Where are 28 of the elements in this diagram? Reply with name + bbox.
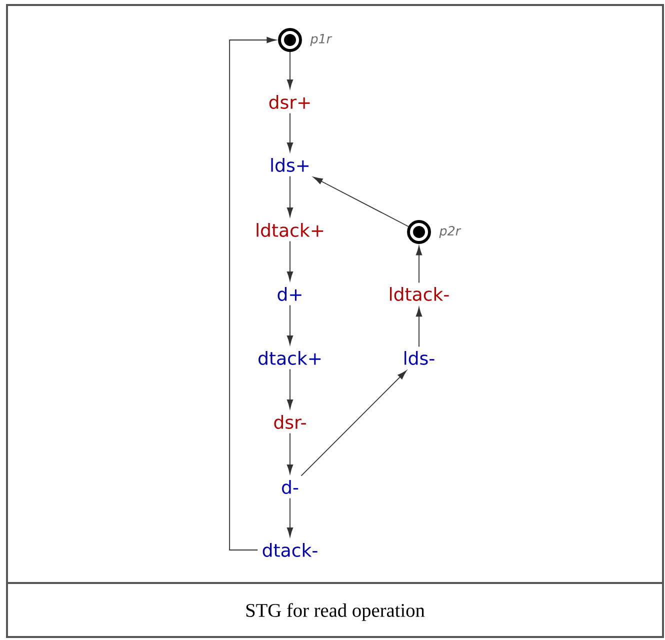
- transition-label: dtack+: [258, 351, 321, 365]
- transition-label: lds+: [271, 158, 309, 172]
- transition-label: ldtack+: [256, 223, 324, 237]
- arrow: [286, 432, 294, 474]
- arrow: [286, 304, 294, 345]
- transition-label: lds-: [404, 351, 434, 365]
- arrow: [300, 370, 407, 476]
- arrow: [286, 112, 294, 152]
- transition-label: d+: [278, 287, 302, 301]
- transition-label: dtack-: [262, 543, 318, 557]
- place-with-token: [278, 28, 302, 52]
- arrow: [229, 36, 276, 550]
- arrow: [416, 307, 422, 348]
- arrow: [286, 52, 294, 89]
- transition-label: ldtack-: [390, 287, 449, 301]
- transition-label: dsr+: [269, 95, 310, 109]
- transition-label: d-: [282, 480, 298, 494]
- caption: STG for read operation: [246, 603, 425, 621]
- arrow: [286, 240, 294, 281]
- arrow: [286, 368, 294, 409]
- place-label: p1r: [310, 34, 332, 46]
- arrow: [313, 176, 409, 227]
- place-label: p2r: [439, 226, 462, 238]
- arrow: [286, 498, 294, 537]
- arrow: [416, 246, 422, 284]
- arrow: [286, 176, 294, 217]
- transition-label: dsr-: [274, 415, 306, 429]
- place-with-token: [407, 220, 431, 244]
